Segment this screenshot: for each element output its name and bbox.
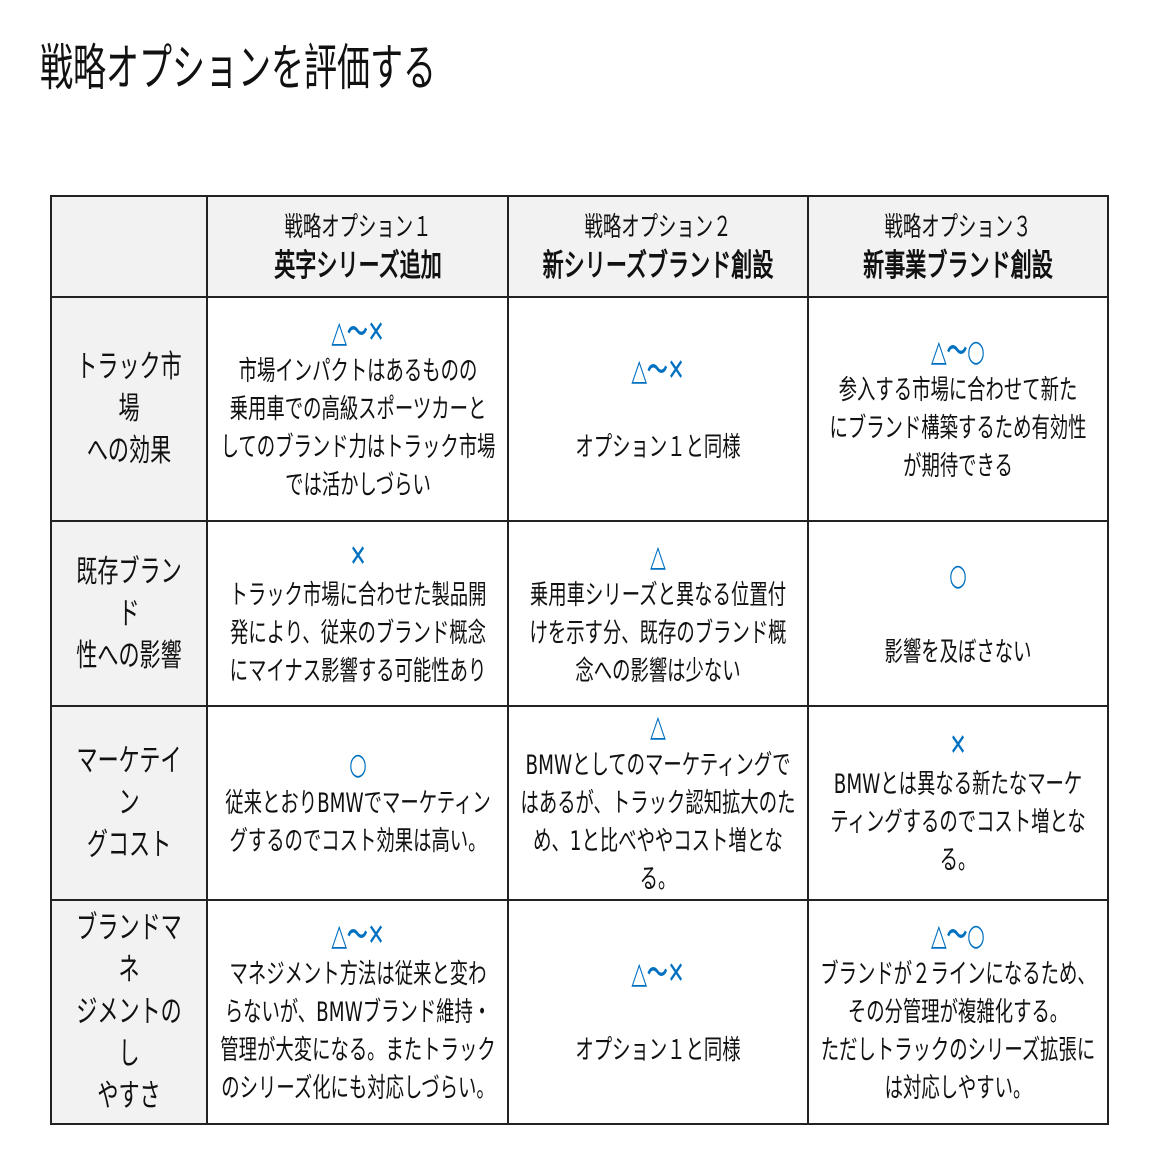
row-label: マーケテイン グコスト [76,743,182,863]
row-label: 既存ブランド 性への影響 [76,553,182,674]
rating-symbol: △〜✕ [330,918,385,953]
cell-text: 従来とおりBMWでマーケティン グするのでコスト効果は高い。 [224,788,491,857]
table-cell: △ BMWとしてのマーケティングで はあるが、トラック認知拡大のた め、1と比べや… [507,705,809,901]
option-number: 戦略オプション２ [584,211,732,243]
evaluation-table: 戦略オプション１ 英字シリーズ追加 戦略オプション２ 新シリーズブランド創設 戦略オ… [50,195,1109,1125]
cell-text: 乗用車シリーズと異なる位置付 けを示す分、既存のブランド概 念への影響は少ない [529,579,787,687]
table-cell: ○ 影響を及ぼさない [807,520,1109,707]
cell-text: オプション１と同様 [575,1035,741,1066]
cell-text: ブランドが２ラインになるため、 その分管理が複雑化する。 ただしトラックのシリー… [820,959,1096,1104]
table-cell: △〜✕ オプション１と同様 [507,899,809,1125]
rating-symbol: △〜○ [931,918,985,953]
table-row: 既存ブランド 性への影響 ✕ トラック市場に合わせた製品開 発により、従来のブラン… [50,520,1109,707]
row-header: 既存ブランド 性への影響 [50,520,208,707]
option-name: 英字シリーズ追加 [273,247,442,284]
rating-symbol: ○ [348,747,367,782]
cell-text: 影響を及ぼさない [884,636,1032,668]
rating-symbol: ○ [949,557,967,593]
table-cell: ✕ トラック市場に合わせた製品開 発により、従来のブランド概念 にマイナス影響する… [206,520,509,707]
option-number: 戦略オプション１ [284,211,431,243]
cell-text: トラック市場に合わせた製品開 発により、従来のブランド概念 にマイナス影響する可… [228,579,487,687]
rating-symbol: ✕ [949,728,967,763]
cell-text: 参入する市場に合わせて新た にブランド構築するため有効性 が期待できる [829,375,1087,482]
table-row: マーケテイン グコスト ○ 従来とおりBMWでマーケティン グするのでコスト効果は… [50,705,1109,901]
page-title: 戦略オプションを評価する [40,39,437,97]
table-cell: ○ 従来とおりBMWでマーケティン グするのでコスト効果は高い。 [206,705,509,901]
rating-symbol: △〜✕ [330,315,385,350]
column-header-option-2: 戦略オプション２ 新シリーズブランド創設 [507,195,809,298]
rating-symbol: ✕ [348,538,367,574]
table-cell: △〜✕ マネジメント方法は従来と変わ らないが、BMWブランド維持・ 管理が大変に… [206,899,509,1125]
header-row: 戦略オプション１ 英字シリーズ追加 戦略オプション２ 新シリーズブランド創設 戦略オ… [50,195,1109,298]
option-name: 新シリーズブランド創設 [542,247,774,284]
cell-text: BMWとは異なる新たなマーケ ティングするのでコスト増となる。 [830,769,1086,876]
cell-text: BMWとしてのマーケティングで はあるが、トラック認知拡大のた め、1と比べやや… [520,750,796,895]
column-header-option-1: 戦略オプション１ 英字シリーズ追加 [206,195,509,298]
row-header: ブランドマネ ジメントのし やすさ [50,899,208,1125]
rating-symbol: △〜✕ [631,956,685,991]
cell-text: マネジメント方法は従来と変わ らないが、BMWブランド維持・ 管理が大変になる。… [219,959,496,1104]
rating-symbol: △〜✕ [631,353,685,388]
column-header-option-3: 戦略オプション３ 新事業ブランド創設 [807,195,1109,298]
rating-symbol: △ [650,538,666,574]
table-cell: ✕ BMWとは異なる新たなマーケ ティングするのでコスト増となる。 [807,705,1109,901]
table-cell: △〜✕ オプション１と同様 [507,296,809,522]
option-name: 新事業ブランド創設 [863,247,1053,284]
row-label: ブランドマネ ジメントのし やすさ [76,910,182,1114]
row-label: トラック市場 への効果 [76,349,182,469]
rating-symbol: △ [650,709,666,744]
cell-text: オプション１と同様 [575,432,741,463]
table-row: ブランドマネ ジメントのし やすさ △〜✕ マネジメント方法は従来と変わ らないが… [50,899,1109,1125]
cell-text: 市場インパクトはあるものの 乗用車での高級スポーツカーと してのブランド力はトラ… [220,356,495,501]
corner-cell [50,195,208,298]
table-cell: △〜○ 参入する市場に合わせて新た にブランド構築するため有効性 が期待できる [807,296,1109,522]
option-number: 戦略オプション３ [884,211,1032,243]
rating-symbol: △〜○ [931,334,985,369]
row-header: マーケテイン グコスト [50,705,208,901]
row-header: トラック市場 への効果 [50,296,208,522]
table-cell: △〜○ ブランドが２ラインになるため、 その分管理が複雑化する。 ただしトラックの… [807,899,1109,1125]
table-cell: △〜✕ 市場インパクトはあるものの 乗用車での高級スポーツカーと してのブランド力… [206,296,509,522]
table-row: トラック市場 への効果 △〜✕ 市場インパクトはあるものの 乗用車での高級スポーツ… [50,296,1109,522]
table-cell: △ 乗用車シリーズと異なる位置付 けを示す分、既存のブランド概 念への影響は少ない [507,520,809,707]
